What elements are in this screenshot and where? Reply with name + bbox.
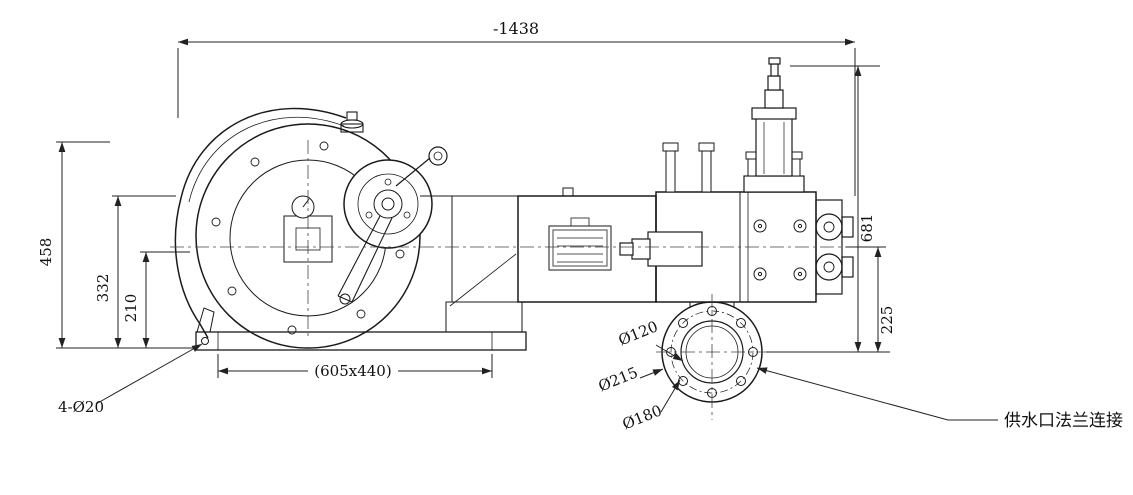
dim-offset-225: 225 xyxy=(846,246,896,352)
centerlines xyxy=(170,140,852,420)
dim-height-681: 681 xyxy=(766,65,890,353)
dim-681-label: 681 xyxy=(858,214,876,243)
dim-flange-bolt-circle-label: Ø180 xyxy=(620,401,665,433)
midsection xyxy=(517,187,657,303)
dim-458-label: 458 xyxy=(37,238,55,267)
belt-guard xyxy=(174,107,347,339)
flange-note-label: 供水口法兰连接 xyxy=(1004,411,1123,431)
callout-mount-holes: 4-Ø20 xyxy=(58,343,203,416)
pulley xyxy=(337,146,448,305)
mount-hole xyxy=(201,337,209,345)
dim-210-label: 210 xyxy=(122,294,140,323)
frame xyxy=(420,195,523,333)
dim-base-label: (605x440) xyxy=(314,362,391,380)
cover-bolts xyxy=(753,219,807,281)
dim-flange-od-label: Ø215 xyxy=(596,363,641,395)
dim-flange-bore-label: Ø120 xyxy=(616,317,661,349)
dim-332-label: 332 xyxy=(94,274,112,303)
nameplate xyxy=(548,217,612,271)
dim-225-label: 225 xyxy=(878,306,896,335)
crosshead-cylinder xyxy=(619,231,703,267)
pump-outline xyxy=(174,57,854,403)
relief-valve xyxy=(743,57,805,193)
callout-flange-bore: Ø120 xyxy=(616,317,684,362)
callout-flange-note: 供水口法兰连接 xyxy=(756,367,1123,431)
dim-base-footprint: (605x440) xyxy=(217,354,493,380)
filler-cap xyxy=(340,111,364,133)
dim-height-458: 458 xyxy=(37,141,194,349)
dim-overall-length-label: -1438 xyxy=(493,19,539,38)
base-skid xyxy=(195,307,527,351)
discharge-end xyxy=(815,199,854,295)
lifting-eye xyxy=(428,146,448,166)
callout-flange-od: Ø215 xyxy=(596,363,664,395)
lever-arm xyxy=(395,157,431,187)
dim-mount-holes-label: 4-Ø20 xyxy=(58,398,104,416)
fluid-end xyxy=(619,142,854,303)
callout-flange-bolt-circle: Ø180 xyxy=(620,379,681,433)
stud-bolts xyxy=(662,142,715,193)
dim-height-332: 332 xyxy=(94,195,176,348)
dim-height-210: 210 xyxy=(122,251,190,348)
